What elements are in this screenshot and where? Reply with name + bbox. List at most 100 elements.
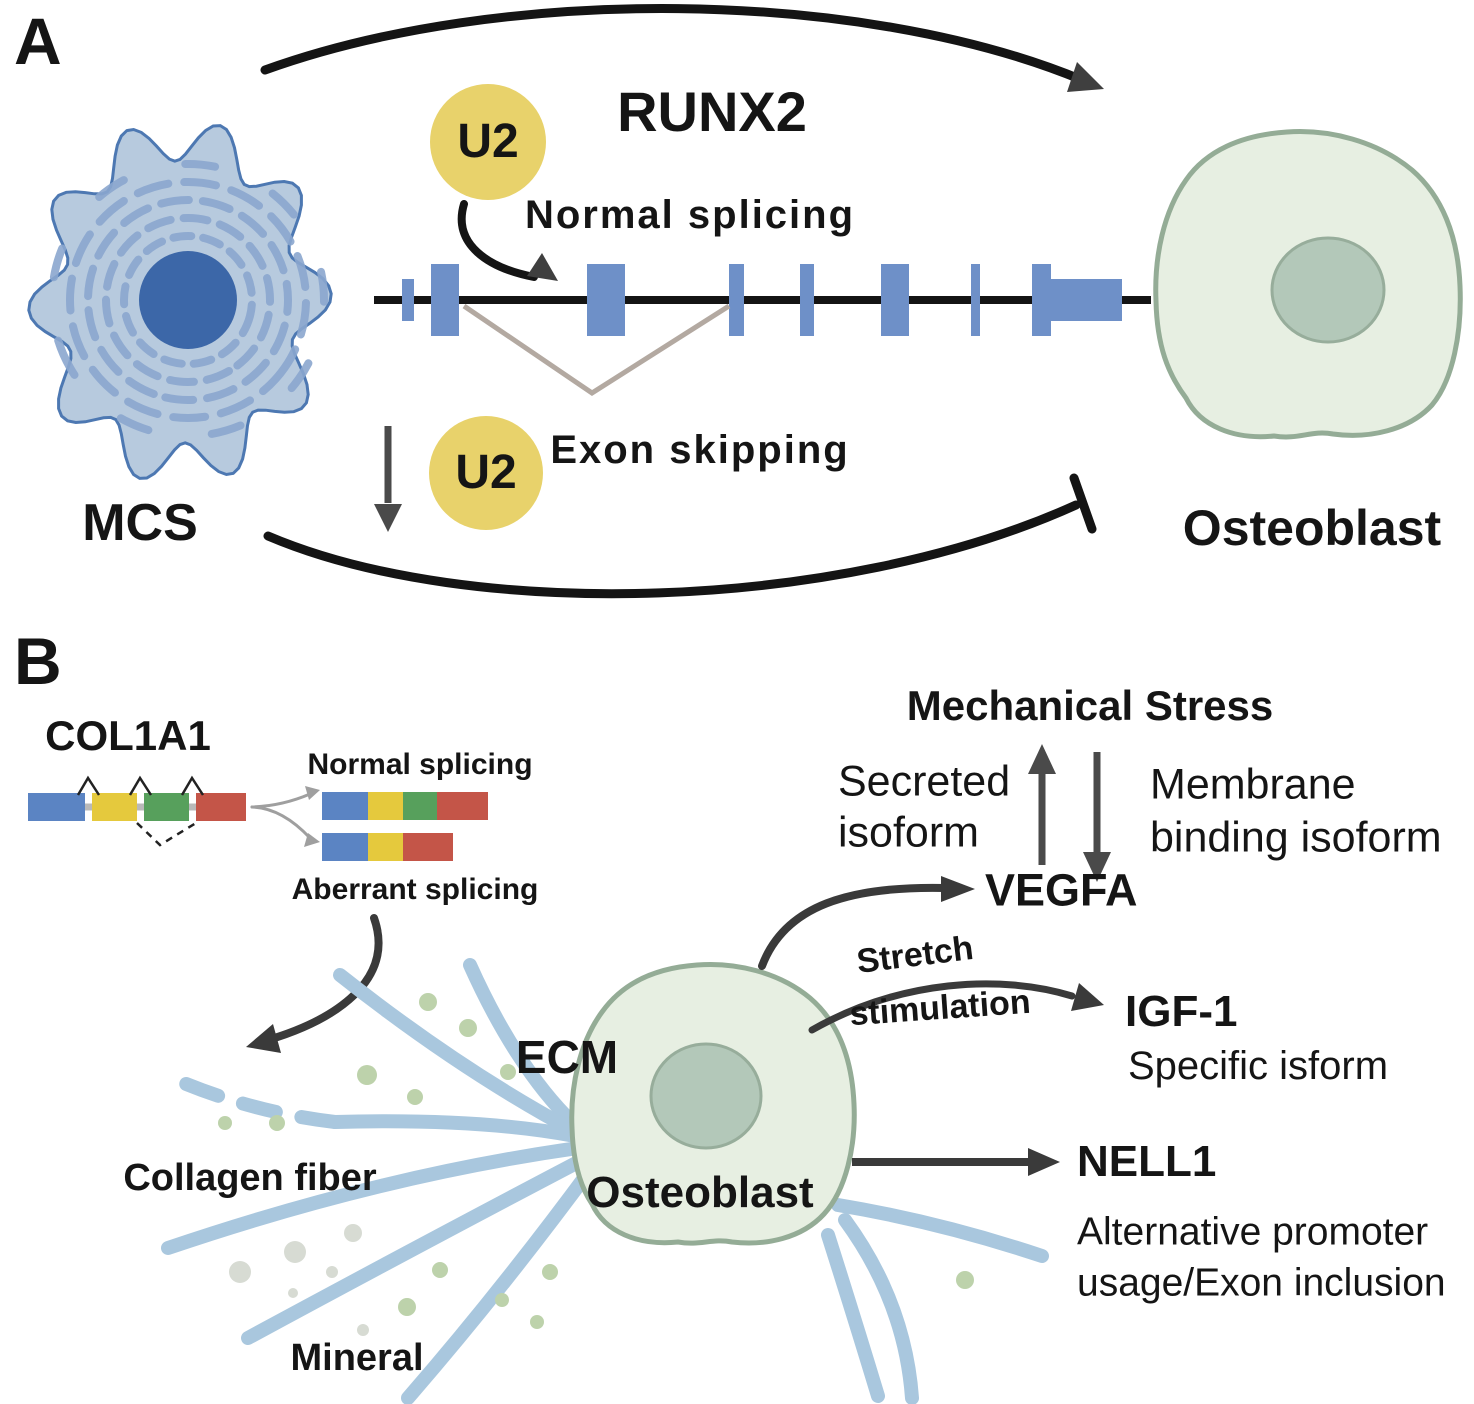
vegfa-label: VEGFA (985, 864, 1138, 916)
mrna-segment (437, 792, 488, 820)
normal-splice-carets (76, 775, 205, 796)
mineral-dot (419, 993, 437, 1011)
osteoblast-b-nucleus (649, 1042, 763, 1150)
collagen-fiber-line (241, 1153, 589, 1345)
panel-b-label: B (14, 624, 62, 698)
mcs-er-rings (48, 160, 328, 440)
mechanical-stress-label: Mechanical Stress (906, 682, 1274, 729)
mrna-segment (322, 792, 368, 820)
nell1-arrow (852, 1148, 1060, 1176)
runx2-label: RUNX2 (617, 80, 807, 143)
pre-mrna-exon (196, 793, 246, 821)
mineral-dot (398, 1298, 416, 1316)
exon (729, 264, 744, 336)
igf1-note: Specific isform (1128, 1044, 1389, 1088)
stress-down-arrow (1083, 752, 1111, 882)
nell1-label: NELL1 (1077, 1137, 1217, 1186)
mrna-segment (368, 792, 403, 820)
exon (587, 264, 625, 336)
mcs-label: MCS (82, 494, 198, 552)
exon (971, 264, 980, 336)
mineral-dot (326, 1266, 338, 1278)
u2-high-circle (430, 84, 546, 200)
aberrant-splicing-product (322, 833, 453, 861)
u2-bottom-label: U2 (455, 446, 517, 499)
mineral-dot (459, 1019, 477, 1037)
mineral-dot (495, 1293, 509, 1307)
nell1-note-line2: usage/Exon inclusion (1077, 1261, 1446, 1305)
inhibition-arrow (263, 473, 1097, 599)
mineral-dot (229, 1261, 251, 1283)
pre-mrna-exon (92, 793, 137, 821)
u2-low-circle (429, 416, 543, 530)
pre-mrna-exon (144, 793, 189, 821)
u2-top-label: U2 (457, 115, 519, 168)
mineral-dot (542, 1264, 558, 1280)
igf1-label: IGF-1 (1125, 987, 1238, 1036)
ecm-label: ECM (515, 1031, 619, 1083)
collagen-fiber-line (838, 1213, 919, 1404)
collagen-fiber-label: Collagen fiber (123, 1157, 377, 1199)
col1a1-label: COL1A1 (45, 712, 211, 759)
secreted-isoform-line2: isoform (838, 808, 979, 857)
stretch-arrow (808, 980, 1104, 1034)
collagen-fibers (161, 958, 1049, 1404)
normal-splicing-b-label: Normal splicing (307, 748, 533, 781)
pre-mrna-exon (28, 793, 85, 821)
collagen-fiber-broken (165, 1071, 342, 1129)
osteoblast-a-nucleus (1270, 236, 1386, 344)
mineral-dot (530, 1315, 544, 1329)
mineral-dot (407, 1089, 423, 1105)
exon-utr (1051, 279, 1122, 321)
mcs-cell (27, 124, 333, 480)
mrna-segment (403, 792, 437, 820)
col1a1-pre-mrna (28, 775, 246, 847)
collagen-fiber-line (333, 968, 583, 1139)
exon (881, 264, 909, 336)
exon-skipping-lines (462, 303, 731, 396)
exon (431, 264, 459, 336)
collagen-fiber-line (161, 1141, 585, 1255)
collagen-fiber-line (821, 1228, 885, 1403)
osteoblast-b-label: Osteoblast (586, 1168, 814, 1217)
normal-splicing-product (322, 792, 488, 820)
nell1-note-line1: Alternative promoter (1077, 1210, 1429, 1254)
mineral-dot (432, 1262, 448, 1278)
mrna-segment (368, 833, 403, 861)
mineral-dot (956, 1271, 974, 1289)
collagen-fiber-line (328, 1114, 582, 1143)
mineral-dots (218, 993, 974, 1336)
osteoblast-cell-b (569, 962, 857, 1246)
mineral-dot (344, 1224, 362, 1242)
aberrant-splice-dashes (136, 821, 197, 847)
mrna-segment (403, 833, 453, 861)
differentiation-arrow (260, 4, 1104, 92)
osteoblast-cell-a (1153, 129, 1463, 440)
splicing-fork (250, 786, 320, 847)
exon (1032, 264, 1051, 336)
normal-splicing-a-label: Normal splicing (524, 193, 856, 237)
stress-up-arrow (1028, 744, 1056, 865)
mineral-label: Mineral (290, 1337, 424, 1379)
exon (402, 279, 414, 321)
u2-decrease-arrow (374, 426, 402, 532)
collagen-fiber-line (831, 1198, 1049, 1263)
exon (800, 264, 814, 336)
collagen-fiber-line (401, 1163, 597, 1404)
secreted-isoform-line1: Secreted (838, 757, 1011, 806)
runx2-gene-track (374, 264, 1151, 396)
osteoblast-a-label: Osteoblast (1182, 500, 1442, 556)
mineral-dot (500, 1064, 516, 1080)
aberrant-splicing-label: Aberrant splicing (291, 873, 539, 906)
membrane-isoform-line2: binding isoform (1150, 813, 1442, 862)
mineral-dot (269, 1115, 285, 1131)
mineral-dot (288, 1288, 298, 1298)
vegfa-arrow (758, 876, 975, 970)
panel-a-label: A (14, 4, 62, 78)
mineral-dot (218, 1116, 232, 1130)
mineral-dot (357, 1324, 369, 1336)
mineral-dot (284, 1241, 306, 1263)
membrane-isoform-line1: Membrane (1150, 760, 1356, 809)
